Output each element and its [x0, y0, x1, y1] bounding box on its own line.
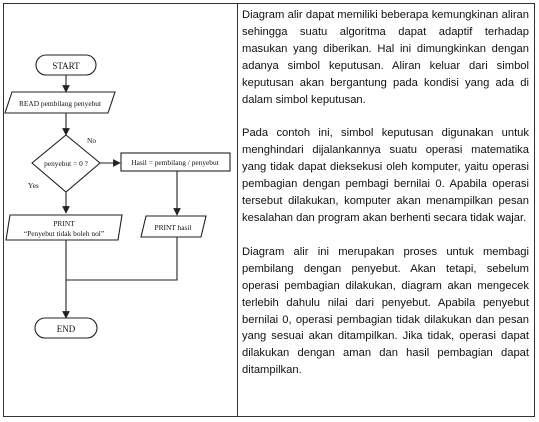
paragraph-decision-flow: Diagram alir dapat memiliki beberapa kem… [242, 9, 529, 106]
end-terminator [34, 317, 98, 339]
print-result-label: PRINT hasil [154, 223, 191, 232]
explanation-text: Diagram alir dapat memiliki beberapa kem… [242, 7, 529, 379]
yes-label: Yes [28, 181, 39, 190]
input-parallelogram [4, 91, 116, 114]
flowchart: START READ pembilang penyebut penyebut =… [4, 54, 231, 339]
print-error-parallelogram [5, 214, 123, 241]
connector-print-result-merge [66, 237, 178, 281]
column-divider [237, 3, 238, 417]
paragraph-example-purpose: Pada contoh ini, simbol keputusan diguna… [242, 127, 529, 224]
end-label: END [57, 324, 76, 334]
decision-diamond [31, 134, 101, 193]
print-error-line2: “Penyebut tidak boleh nol” [24, 229, 104, 238]
paragraph-division-process: Diagram alir ini merupakan proses untuk … [242, 245, 529, 377]
print-error-line1: PRINT [53, 219, 75, 228]
print-result-parallelogram [140, 215, 207, 238]
process-label: Hasil = pembilang / penyebut [131, 158, 219, 167]
start-terminator [35, 54, 97, 76]
decision-label: penyebut = 0 ? [44, 159, 88, 168]
content-frame [3, 3, 535, 417]
input-label: READ pembilang penyebut [19, 99, 102, 108]
no-label: No [87, 136, 96, 145]
start-label: START [52, 61, 80, 71]
process-box [120, 152, 231, 172]
